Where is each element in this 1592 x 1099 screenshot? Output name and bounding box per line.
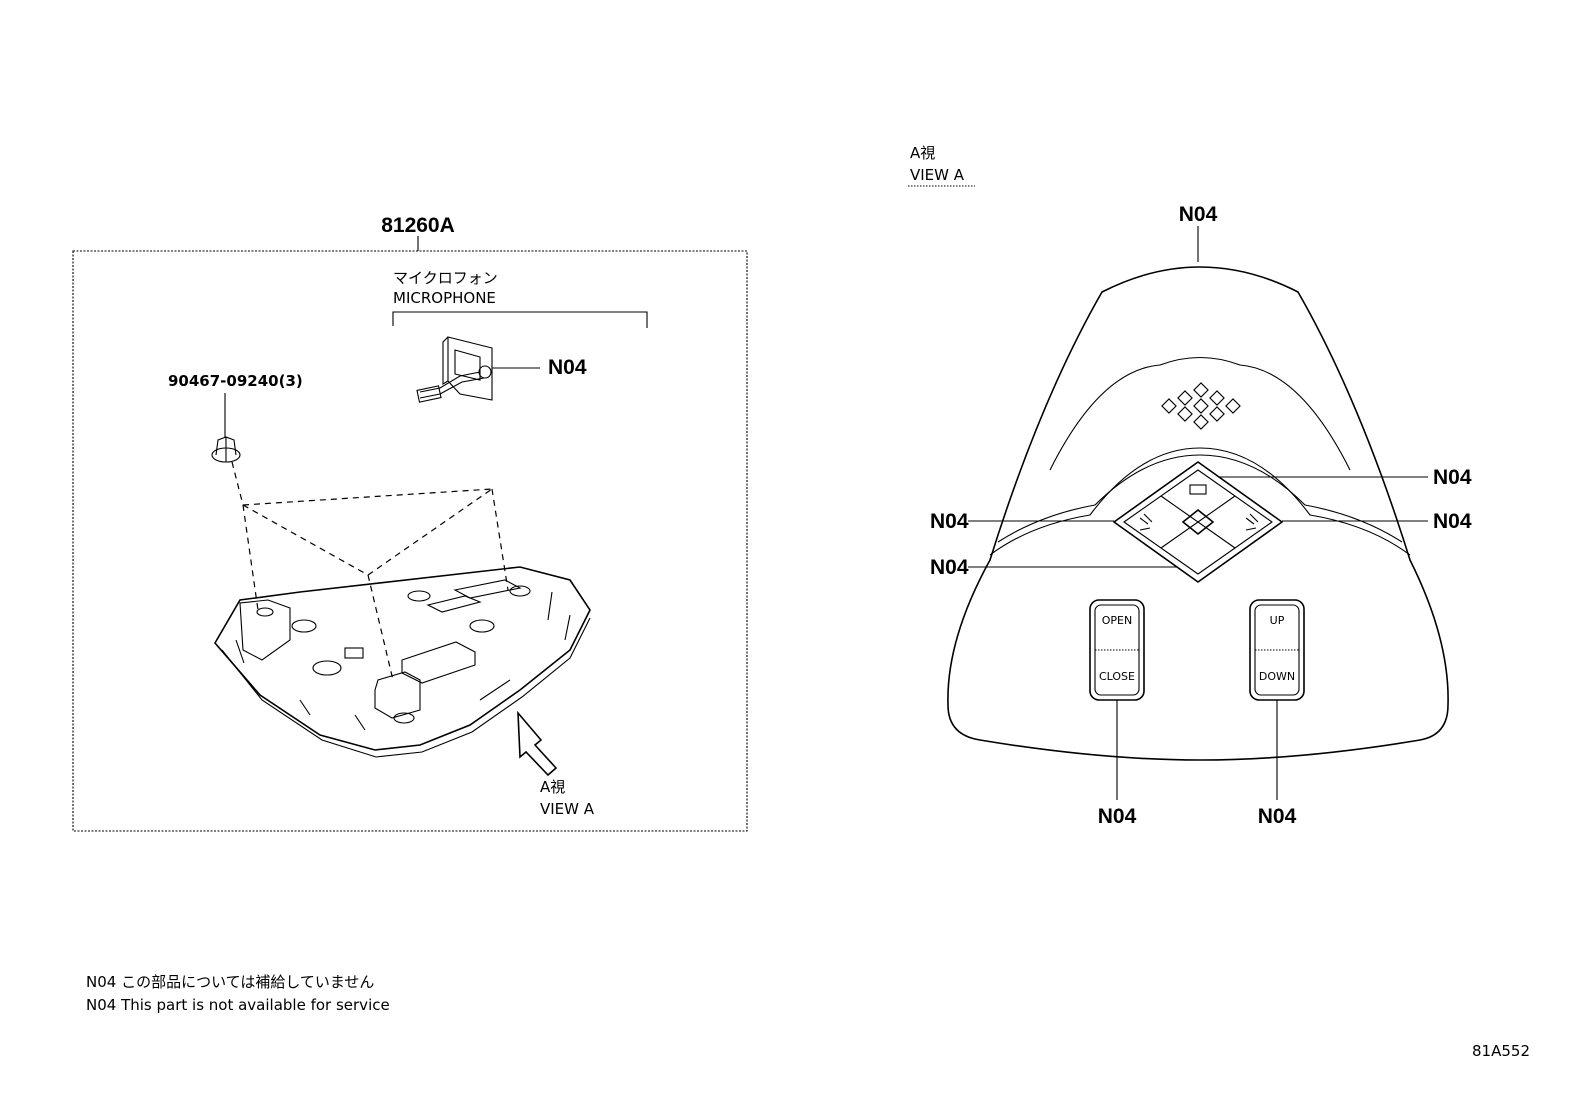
console-band [989,447,1411,556]
callout-top: N04 [1179,203,1218,226]
callout-bottom-right: N04 [1258,805,1297,828]
lamp-switch-cluster [1113,461,1283,583]
view-arrow-label-jp: A視 [540,778,565,796]
view-arrow-label-en: VIEW A [540,800,595,818]
assembly-frame [72,250,748,832]
callout-lower-left: N04 [930,556,969,579]
note-en: N04 This part is not available for servi… [86,996,390,1014]
open-label: OPEN [1102,614,1132,627]
view-a-leaders [968,226,1428,800]
bolt-clip [211,436,241,463]
view-a-title-jp: A視 [910,144,935,162]
assembly-part-number: 81260A [381,214,455,237]
callout-upper-right: N04 [1433,466,1472,489]
console-outline [947,266,1449,761]
view-a-arrow-icon [517,710,558,777]
open-close-switch: OPEN CLOSE [1089,599,1145,701]
assembly-dashed-lines [231,461,509,681]
overhead-console-housing [214,566,591,758]
view-a-title-en: VIEW A [910,166,965,184]
microphone-bracket [392,311,648,328]
close-label: CLOSE [1099,670,1135,683]
callout-left: N04 [930,510,969,533]
microphone-label-en: MICROPHONE [393,289,496,307]
left-lamp-icon [1139,513,1153,531]
up-down-switch: UP DOWN [1249,599,1305,701]
microphone-label-jp: マイクロフォン [393,269,498,287]
callout-bottom-left: N04 [1098,805,1137,828]
microphone-grille [1161,382,1241,430]
note-jp: N04 この部品については補給していません [86,973,374,991]
up-label: UP [1270,614,1285,627]
bolt-callout: 90467-09240(3) [168,372,303,390]
parts-diagram: 81260A マイクロフォン MICROPHONE N04 90467-0924… [72,144,1530,1060]
callout-right: N04 [1433,510,1472,533]
lens-outline [1049,356,1351,471]
drawing-code: 81A552 [1472,1042,1530,1060]
microphone-part [416,336,540,403]
microphone-callout: N04 [548,356,587,379]
view-a-panel: A視 VIEW A [908,144,1472,828]
assembly-panel: 81260A マイクロフォン MICROPHONE N04 90467-0924… [72,214,748,832]
map-lamp-icon [1189,484,1207,495]
down-label: DOWN [1259,670,1295,683]
right-lamp-icon [1245,513,1259,531]
